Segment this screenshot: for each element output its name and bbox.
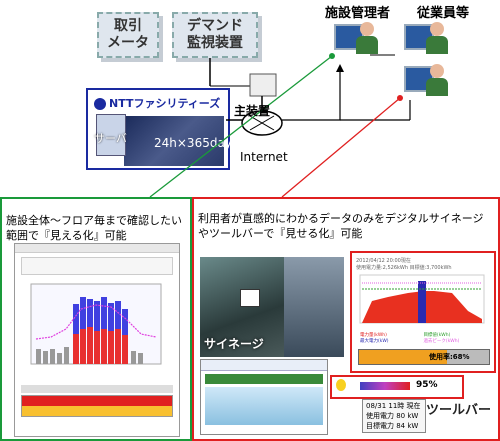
- legend-item-2: 最大電力(kW): [360, 339, 389, 344]
- trade-meter: 取引 メータ: [97, 12, 159, 58]
- employees-label: 従業員等: [417, 6, 470, 21]
- signage-chart-card: 2012/04/12 20:00現在 使用電力量:2,526kWh 目標値:3,…: [350, 251, 496, 373]
- manager-person-icon: [360, 22, 374, 36]
- facility-manager-label: 施設管理者: [325, 6, 391, 21]
- dashboard-screenshot: [14, 243, 180, 437]
- toolbar-tooltip: 08/31 11時 現在 使用電力 80 kW 目標電力 84 kW: [362, 399, 426, 433]
- signage-photo: [200, 257, 284, 357]
- showcase-panel: 利用者が直感的にわかるデータのみをデジタルサイネージやツールバーで『見せる化』可…: [192, 197, 500, 441]
- main-device-label: 主装置: [234, 104, 271, 118]
- signage-photo-right: [284, 257, 344, 357]
- bulb-icon: [336, 379, 346, 391]
- ntt-logo: NTTファシリティーズ: [94, 95, 220, 111]
- manager-body-icon: [356, 36, 378, 54]
- legend-item-3: 過去ピーク(kWh): [423, 339, 460, 344]
- usage-bar: 使用率:68%: [358, 349, 490, 365]
- visualization-text: 施設全体～フロア毎まで確認したい範囲で『見える化』可能: [6, 214, 182, 242]
- signage-label: サイネージ: [204, 337, 264, 351]
- employee2-person-icon: [430, 64, 444, 78]
- server-label: サーバ: [94, 132, 127, 145]
- hours-label: 24h×365day: [154, 136, 232, 150]
- legend-item-0: 電力量(kWh): [360, 333, 387, 338]
- toolbar-popup: 95%: [330, 375, 464, 399]
- dashboard-chart: [30, 283, 162, 365]
- showcase-text: 利用者が直感的にわかるデータのみをデジタルサイネージやツールバーで『見せる化』可…: [198, 212, 484, 240]
- chart-header-2: 使用電力量:2,526kWh 目標値:3,700kWh: [356, 265, 452, 271]
- ntt-card: NTTファシリティーズ サーバ 24h×365day: [86, 88, 232, 170]
- toolbar-percent: 95%: [416, 380, 438, 390]
- employee1-person-icon: [430, 22, 444, 36]
- server-room-photo: [124, 116, 224, 166]
- toolbar-label: ツールバー: [426, 403, 492, 418]
- usage-label: 使用率:68%: [429, 353, 470, 361]
- employee1-body-icon: [426, 36, 448, 54]
- tooltip-goal: 目標電力 84 kW: [366, 422, 419, 430]
- demand-monitor: デマンド 監視装置: [172, 12, 258, 58]
- server-icon: [96, 114, 126, 156]
- signage-screen: [240, 289, 260, 307]
- chart-header: 2012/04/12 20:00現在: [356, 258, 411, 264]
- web-screenshot: [200, 359, 328, 435]
- tooltip-time: 08/31 11時 現在: [366, 402, 421, 410]
- visualization-panel: 施設全体～フロア毎まで確認したい範囲で『見える化』可能: [0, 197, 192, 441]
- signage-chart: [359, 274, 485, 324]
- toolbar-meter: [360, 382, 410, 390]
- tooltip-use: 使用電力 80 kW: [366, 412, 419, 420]
- internet-label: Internet: [240, 150, 288, 164]
- employee2-body-icon: [426, 78, 448, 96]
- legend-item-1: 目標値(kWh): [423, 333, 451, 338]
